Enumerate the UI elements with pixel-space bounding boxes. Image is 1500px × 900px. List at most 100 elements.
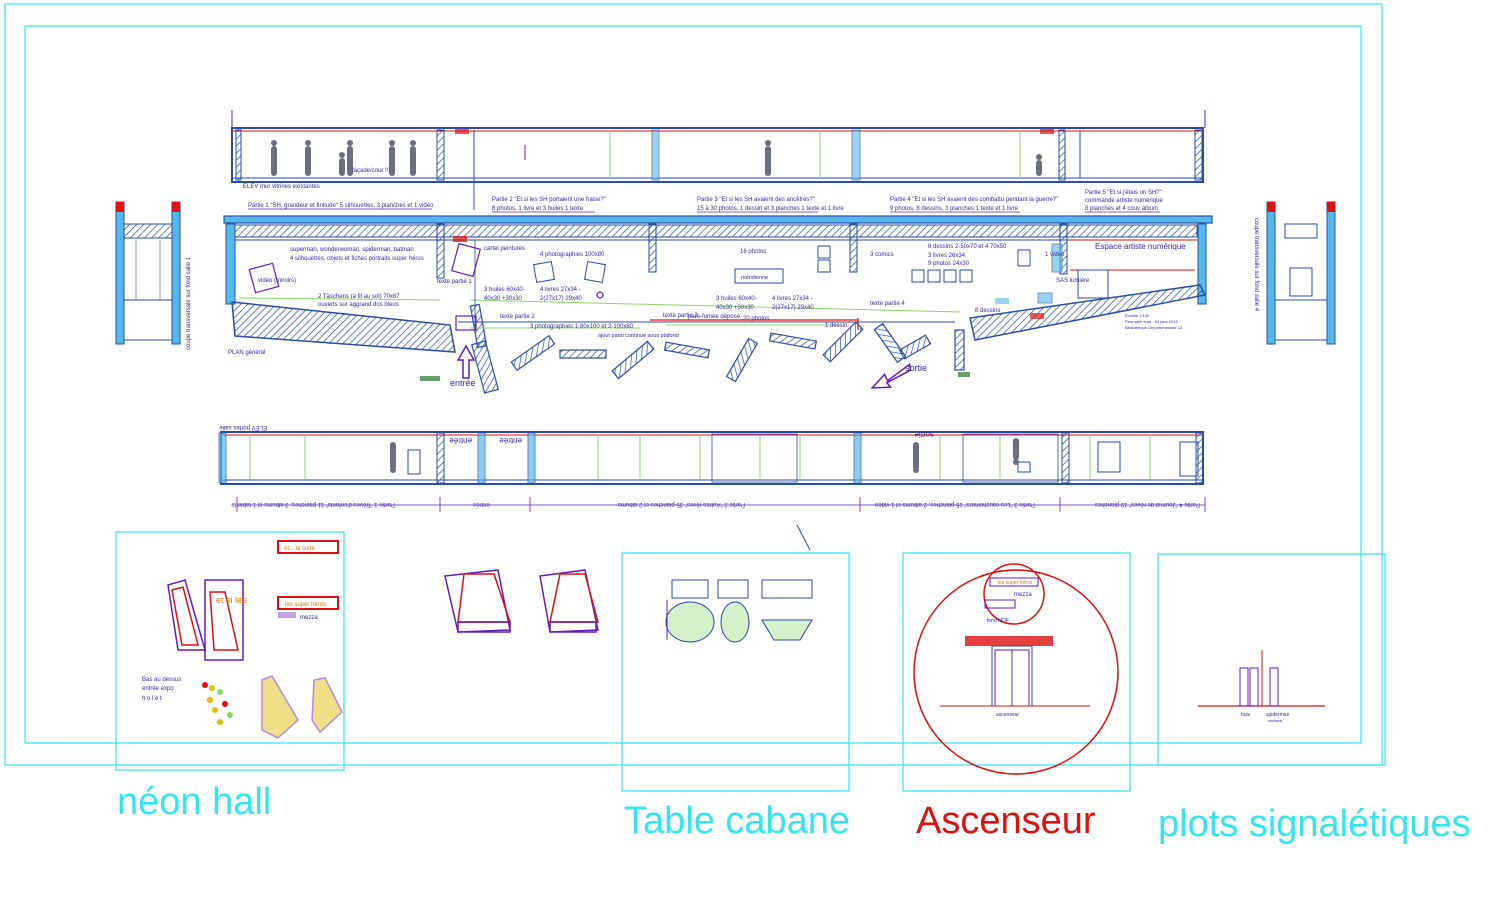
- section-title-5: Partie 5 "Et si j'étais un SH?": [1085, 190, 1162, 196]
- section-title-5c: 8 planches et 4 couv album: [1085, 206, 1158, 212]
- table-cabane-title: Table cabane: [624, 800, 851, 842]
- huiles-p3b-label: 40x30 +30x30: [716, 305, 755, 311]
- huiles-p2-label: 3 huiles 60x40-: [484, 287, 525, 293]
- neon-suite: et... la suite: [284, 546, 315, 552]
- facade-note: façade/cour !!!: [352, 168, 390, 174]
- superman-label: superman, wonderwoman, spiderman, batman: [290, 247, 414, 253]
- dessins8-label: 8 dessins: [975, 308, 1000, 314]
- neon-hall-frame: [115, 531, 345, 771]
- plan-note-label: Plan salle fond - 04 janv 2019: [1125, 319, 1178, 324]
- video-p4-label: 1 vidéo: [1045, 252, 1065, 258]
- section-title-4b: 9 photos, 8 dessins, 3 planches 1 texte …: [890, 206, 1019, 212]
- ajout-label: ajout paroi continue sous plafond: [598, 333, 679, 339]
- livres-p2-label: 4 livres 27x34 -: [540, 287, 581, 293]
- section-title-3: Partie 3 "Et si les SH avaient des ancêt…: [697, 197, 815, 203]
- neon-hall-drawings: et si les et... la suite les super héros…: [142, 540, 343, 739]
- dessins-p4-label: 6 dessins 2-50x70 et 4 70x50: [928, 244, 1007, 250]
- bottom-entree-1: entrée: [449, 436, 472, 445]
- plots-label-3: chelsea: [1268, 718, 1283, 723]
- bottom-part-entree: entrée: [472, 501, 490, 507]
- bottom-part-2: Partie 2 "Autres rêves" 35 planches et 2…: [618, 501, 745, 507]
- pare-label: pare-fumée déposé: [688, 314, 741, 320]
- floor-plan: PLAN général superman, wonderwoman, spid…: [223, 215, 1213, 394]
- section-title-4: Partie 4 "Et si les SH avaient des comba…: [890, 197, 1058, 203]
- entree-label: entrée: [450, 378, 476, 388]
- bottom-elevation: ELEV portes salle entrée entrée sortie P…: [218, 424, 1206, 512]
- top-elevation: ELEV mur vitrines existantes façade/cour…: [231, 110, 1206, 210]
- section-title-3b: 15 à 30 photos, 1 dessin et 3 planches 1…: [697, 206, 844, 212]
- neon-mezza: mezza: [300, 615, 318, 621]
- bottom-part-1: Partie 1 "Rêves d'enfants" 11 planches, …: [231, 501, 395, 507]
- neon-bas-2: entrée expo: [142, 686, 174, 692]
- leader-line: [796, 524, 811, 551]
- bottom-entree-2: entrée: [499, 436, 522, 445]
- ascenseur-top: les super héros: [998, 580, 1033, 586]
- middle-shapes: [444, 569, 599, 633]
- echelle-label: Échelle 1/100: [1125, 313, 1150, 318]
- inner-frame: [24, 25, 1362, 744]
- livres-p4-label: 3 livres 26x34: [928, 253, 966, 259]
- livres-p3b-label: 2(27x17) 29x40: [772, 305, 814, 311]
- cartel-label: cartel peintures: [484, 246, 525, 252]
- texte-p4-label: texte partie 4: [870, 301, 905, 307]
- photos-p2-label: 4 photographies 100x80: [540, 252, 605, 258]
- neon-hall-title: néon hall: [117, 781, 272, 823]
- ascenseur-label: ascenseur: [996, 712, 1019, 718]
- top-elevation-title: ELEV mur vitrines existantes: [243, 184, 320, 190]
- ascenseur-fond: fond MDF: [987, 618, 1009, 624]
- table-cabane-drawings: [665, 579, 813, 643]
- ascenseur-title: Ascenseur: [916, 800, 1096, 842]
- huiles-p3-label: 3 huiles 60x40-: [716, 296, 757, 302]
- bottom-part-4: Partie 4 "Journal de rêves" 19 planches: [1095, 501, 1200, 507]
- left-section-label: coupe transversale sur fond salle 1: [186, 256, 192, 350]
- section-title-1: Partie 1 "SH, grandeur et finitude" 5 si…: [248, 203, 434, 209]
- left-section: coupe transversale sur fond salle 1: [115, 201, 192, 350]
- table-cabane-frame: [621, 552, 850, 792]
- biblio-label: Bibliothèque Départementale 13: [1125, 325, 1183, 330]
- neon-bas-3: h o l e t: [142, 696, 162, 702]
- photos-p4-label: 9 photos 24x30: [928, 261, 970, 267]
- sortie-label: sortie: [905, 363, 927, 373]
- texte-p2-label: texte partie 2: [500, 314, 535, 320]
- right-section-label: coupe transversale sur fond salle 4: [1253, 218, 1259, 312]
- photos20-label: 20 photos: [743, 316, 769, 322]
- huiles-p2b-label: 40x30 +30x30: [484, 296, 523, 302]
- section-title-2: Partie 2 "Et si les SH portaient une fra…: [492, 197, 606, 203]
- comics-label: 3 comics: [870, 252, 894, 258]
- sas-label: SAS lumière: [1056, 278, 1090, 284]
- plots-drawings: huis spiderman chelsea: [1198, 650, 1325, 723]
- photos-p2c-label: 3 photographies 1-80x100 et 2-100x80: [530, 324, 634, 330]
- bottom-part-3: Partie 3 "Les cauchemars" 15 planches, 2…: [874, 501, 1035, 507]
- taschen-label: 2 Täschens (à fil au sol) 70x87: [318, 294, 400, 300]
- plots-frame: [1157, 553, 1386, 766]
- dessin1-label: 1 dessin: [825, 323, 847, 329]
- plots-label-1: huis: [1241, 712, 1251, 718]
- neon-bas-1: Bas au dessus: [142, 677, 181, 683]
- meridienne-label: méridienne: [741, 275, 768, 281]
- right-section: coupe transversale sur fond salle 4: [1253, 201, 1336, 345]
- plots-title: plots signalétiques: [1158, 803, 1471, 845]
- section-title-5b: commande artiste numérique: [1085, 198, 1163, 204]
- livres-p3-label: 4 livres 27x34 -: [772, 296, 813, 302]
- texte-p1-label: texte partie 1: [437, 279, 472, 285]
- section-title-2b: 8 photos, 1 livre et 3 huiles 1 texte: [492, 206, 584, 212]
- ascenseur-mezza: mezza: [1014, 592, 1032, 598]
- bottom-elevation-title: ELEV portes salle: [219, 424, 267, 430]
- neon-et-si: et si les: [216, 595, 247, 605]
- plan-title: PLAN général: [228, 350, 265, 356]
- silhouettes-label: 4 silhouettes, objets et fiches portrait…: [290, 256, 424, 262]
- ascenseur-drawings: les super héros mezza fond MDF ascenseur: [913, 563, 1119, 775]
- neon-les-super: les super héros: [285, 602, 326, 608]
- espace-label: Espace artiste numérique: [1095, 242, 1186, 251]
- bottom-sortie: sortie: [914, 430, 934, 439]
- plots-label-2: spiderman: [1266, 712, 1290, 718]
- video-label: vidéo (miroirs): [258, 278, 296, 284]
- ascenseur-frame: [902, 552, 1131, 792]
- texte-p3-label: texte partie 3: [663, 313, 698, 319]
- ouverts-label: ouverts sur aggrand dos bleus: [318, 302, 399, 308]
- section-titles: Partie 1 "SH, grandeur et finitude" 5 si…: [248, 190, 1163, 212]
- livres-p2b-label: 2(27x17) 29x40: [540, 296, 582, 302]
- outer-frame: [4, 3, 1383, 766]
- photos-p3-label: 16 photos: [740, 249, 766, 255]
